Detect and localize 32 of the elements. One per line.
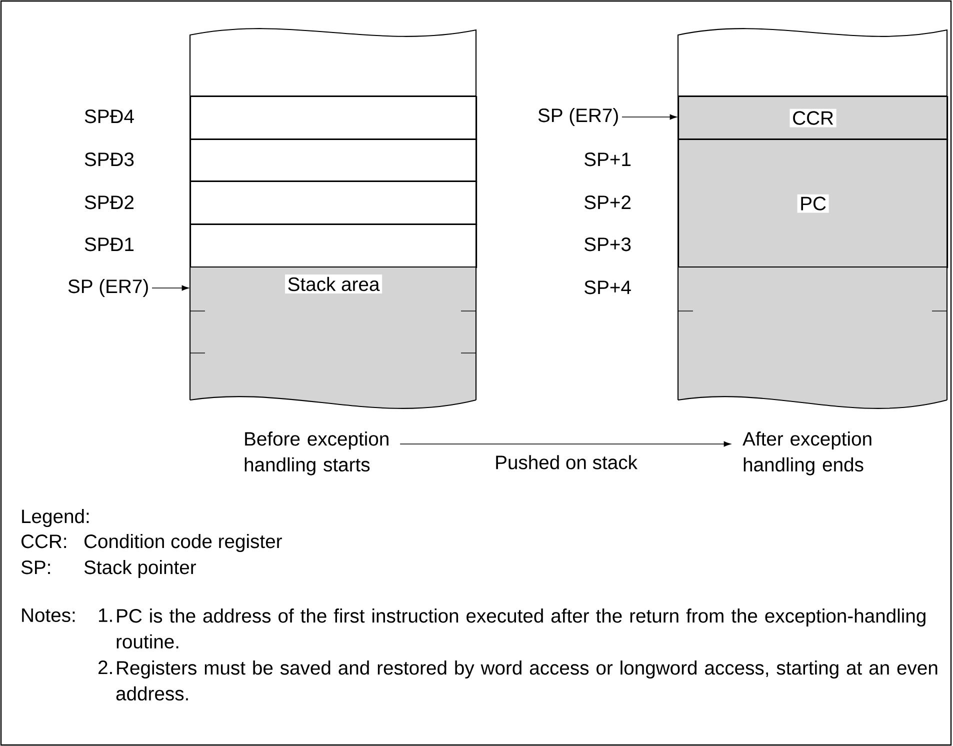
pointer-label: SP (ER7) [538,108,618,126]
address-label: SP+3 [584,238,631,252]
stack-cell [190,181,478,226]
edge-label: Pushed on stack [493,454,639,470]
legend-key: SP: [21,560,50,574]
address-label: SPÐ3 [84,152,134,166]
legend-title: Legend: [22,509,89,528]
address-label: SPÐ4 [84,110,134,124]
pointer-label: SP (ER7) [68,279,148,298]
stack-cell [190,139,478,182]
state-text: Before exception handling starts [244,432,388,476]
legend-key: CCR: [22,534,66,548]
legend-text: Condition code register [84,534,282,552]
state-text: After exception handling ends [742,432,872,476]
stack-cell [190,96,478,140]
address-label: SP+4 [584,280,631,294]
address-label: SPÐ2 [84,196,134,210]
arrow [622,114,677,120]
address-label: SPÐ1 [84,238,134,252]
note-number: 1. [99,608,112,622]
stack-cell [190,224,478,268]
notes-title: Notes: [22,608,75,622]
address-label: SP+1 [584,152,631,166]
stack-cell: Stack area [190,267,476,408]
arrow [152,285,189,291]
note-text: PC is the address of the first instruction executed after the return from the exception-handling routine. [116,608,926,648]
note-text: Registers must be saved and restored by word access or longword access, starting at an even address. [116,660,938,700]
address-label: SP+2 [584,196,630,210]
stack-cell: CCR [678,96,948,140]
note-number: 2. [98,660,112,674]
legend-text: Stack pointer [84,560,196,578]
arrow [400,441,731,447]
